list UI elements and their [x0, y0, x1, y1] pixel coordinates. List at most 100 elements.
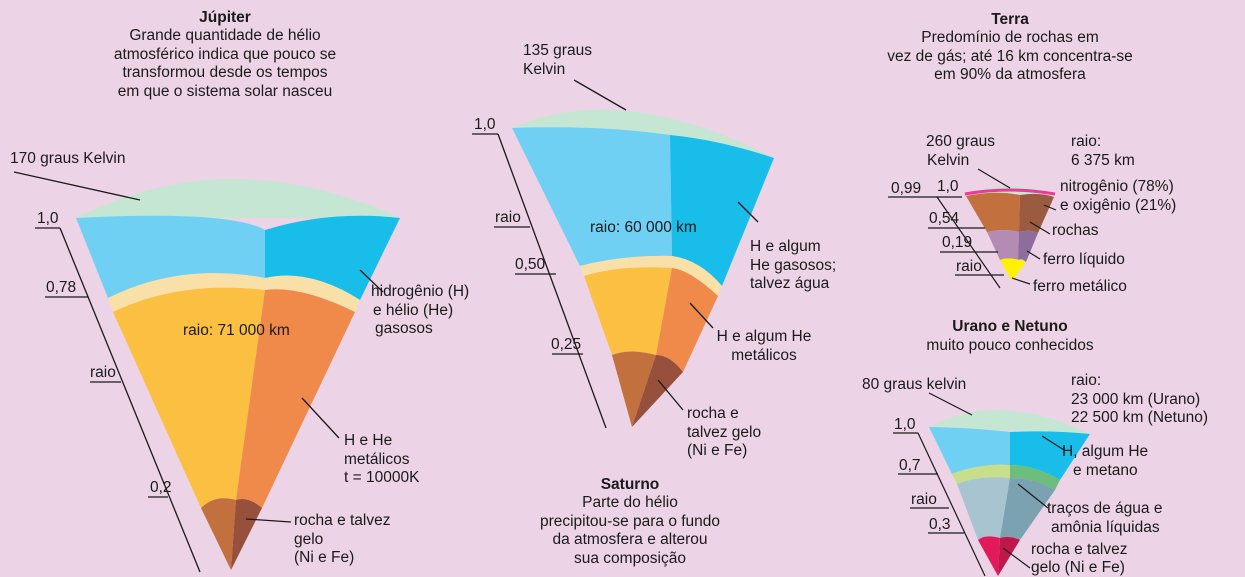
saturn-core-line: talvez gelo — [687, 423, 762, 441]
earth-liquid-iron-label: ferro líquido — [1043, 251, 1125, 268]
uranus-core-dark — [998, 536, 1020, 576]
earth-rock-light — [966, 192, 1020, 232]
saturn-gas-label: H e algum He gasosos; talvez água — [750, 238, 836, 294]
jupiter-desc-line: transformou desde os tempos — [122, 64, 328, 81]
jupiter-metallic-layer-dark — [236, 289, 355, 508]
uranus-core-line: rocha e talvez — [1031, 541, 1128, 558]
jupiter-core-line: rocha e talvez — [294, 512, 391, 529]
saturn-core-label: rocha e talvez gelo (Ni e Fe) — [687, 405, 761, 461]
uranus-water-light — [957, 477, 1010, 540]
saturn-wedge — [512, 109, 774, 427]
uranus-band-dark — [1010, 465, 1060, 490]
earth-desc-line: vez de gás; até 16 km concentra-se — [887, 47, 1133, 65]
earth-atmosphere-label: nitrogênio (78%) e oxigênio (21%) — [1060, 178, 1176, 215]
earth-title: Terra — [991, 11, 1029, 28]
jupiter-gas-label: hidrogênio (H) e hélio (He) gasosos — [371, 283, 469, 339]
earth-description: Predomínio de rochas em vez de gás; até … — [855, 29, 1165, 85]
saturn-temperature: 135 graus Kelvin — [523, 42, 592, 79]
saturn-metal-line: metálicos — [731, 346, 797, 364]
saturn-gas-line: H e algum — [750, 238, 821, 255]
uranus-atmosphere — [929, 410, 1090, 434]
jupiter-core-line: gelo — [294, 530, 324, 548]
earth-wedge — [964, 186, 1056, 281]
saturn-metal-label: H e algum He metálicos — [704, 328, 824, 365]
jupiter-metal-label: H e He metálicos t = 10000K — [344, 432, 419, 488]
saturn-metal-line: H e algum He — [716, 328, 812, 345]
jupiter-metal-line: H e He — [344, 432, 393, 449]
jupiter-gas-line: e hélio (He) — [373, 301, 454, 319]
saturn-scale-lines — [472, 79, 759, 429]
uranus-radius-line: 23 000 km (Urano) — [1071, 390, 1201, 408]
uranus-radius-line: 22 500 km (Netuno) — [1071, 409, 1208, 426]
saturn-temp-line: Kelvin — [523, 60, 566, 78]
jupiter-gas-layer-light — [76, 215, 265, 298]
saturn-gas-layer-light — [512, 127, 672, 266]
earth-rock-label: rochas — [1052, 222, 1099, 239]
uranus-gas-layer-dark — [1010, 431, 1090, 480]
earth-crust-line — [964, 188, 1056, 196]
jupiter-description: Grande quantidade de hélio atmosférico i… — [55, 27, 395, 101]
jupiter-core-label: rocha e talvez gelo (Ni e Fe) — [294, 512, 391, 568]
jupiter-core-light — [201, 498, 236, 570]
uranus-title: Urano e Netuno — [952, 318, 1068, 335]
saturn-metallic-layer-light — [584, 267, 672, 355]
saturn-desc-line: Parte do hélio — [582, 494, 678, 511]
jupiter-gas-layer-dark — [265, 215, 400, 300]
saturn-radius: raio: 60 000 km — [590, 219, 697, 236]
saturn-transition-band — [580, 255, 722, 296]
saturn-gas-line: talvez água — [750, 275, 830, 292]
jupiter-core-dark — [231, 499, 262, 570]
earth-scale-0-99: 0,99 — [891, 180, 922, 197]
saturn-scale-0-25: 0,25 — [551, 336, 582, 353]
jupiter-radius: raio: 71 000 km — [183, 322, 290, 339]
jupiter-scale-lines — [13, 171, 384, 573]
saturn-temp-line: 135 graus — [523, 42, 592, 59]
earth-radius: raio: 6 375 km — [1071, 133, 1135, 170]
earth-desc-line: em 90% da atmosfera — [934, 66, 1086, 83]
uranus-gas-label: H, algum He e metano — [1062, 443, 1148, 480]
jupiter-scale-0-2: 0,2 — [150, 479, 172, 496]
uranus-radius-line: raio: — [1071, 372, 1102, 389]
saturn-description: Parte do hélio precipitou-se para o fund… — [505, 494, 755, 568]
uranus-core-label: rocha e talvez gelo (Ni e Fe) — [1031, 541, 1128, 577]
uranus-temperature: 80 graus kelvin — [862, 376, 967, 393]
earth-scale-0-54: 0,54 — [929, 210, 960, 227]
earth-temp-line: 260 graus — [926, 133, 995, 150]
jupiter-core-line: (Ni e Fe) — [294, 549, 355, 566]
uranus-scale-raio: raio — [911, 491, 937, 508]
uranus-core-line: gelo (Ni e Fe) — [1031, 559, 1125, 576]
jupiter-scale-0-78: 0,78 — [46, 279, 77, 296]
uranus-subtitle: muito pouco conhecidos — [926, 337, 1094, 354]
uranus-scale-lines — [893, 392, 1065, 577]
saturn-core-line: (Ni e Fe) — [687, 442, 748, 459]
uranus-wedge — [929, 410, 1090, 576]
saturn-scale-raio: raio — [495, 209, 521, 226]
earth-scale-1-0: 1,0 — [937, 178, 959, 195]
jupiter-gas-line: gasosos — [375, 320, 433, 337]
uranus-water-dark — [1000, 478, 1055, 540]
jupiter-scale-raio: raio — [90, 364, 116, 381]
uranus-core-light — [978, 536, 1000, 576]
saturn-desc-line: precipitou-se para o fundo — [539, 512, 721, 530]
earth-solid-iron-label: ferro metálico — [1033, 278, 1127, 295]
jupiter-transition-band — [108, 273, 360, 312]
uranus-scale-0-3: 0,3 — [929, 516, 951, 533]
earth-scale-0-19: 0,19 — [942, 234, 973, 251]
saturn-desc-line: sua composição — [573, 549, 686, 567]
uranus-gas-layer-light — [929, 427, 1010, 474]
saturn-core-light — [612, 351, 656, 427]
jupiter-metal-line: t = 10000K — [344, 469, 420, 486]
uranus-water-line: traços de água e — [1047, 500, 1163, 517]
jupiter-metallic-layer-light — [113, 287, 265, 508]
earth-desc-line: Predomínio de rochas em — [921, 29, 1099, 46]
earth-scale-raio: raio — [956, 258, 982, 275]
jupiter-atmosphere — [76, 179, 400, 218]
jupiter-scale-1-0: 1,0 — [37, 210, 59, 227]
uranus-gas-line: e metano — [1073, 461, 1138, 479]
saturn-desc-line: da atmosfera e alterou — [552, 531, 708, 548]
saturn-gas-layer-dark — [670, 135, 774, 286]
earth-liquid-iron-dark — [1018, 230, 1038, 262]
earth-temp-line: Kelvin — [927, 151, 970, 169]
saturn-scale-1-0: 1,0 — [474, 116, 496, 133]
